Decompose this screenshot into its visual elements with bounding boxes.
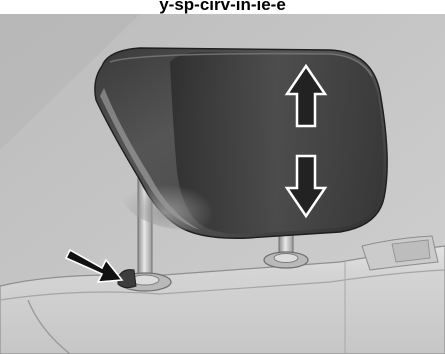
figure-caption-fragment: y-sp-cirv-in-ie-e [0, 0, 445, 15]
headrest-cushion [95, 48, 387, 238]
